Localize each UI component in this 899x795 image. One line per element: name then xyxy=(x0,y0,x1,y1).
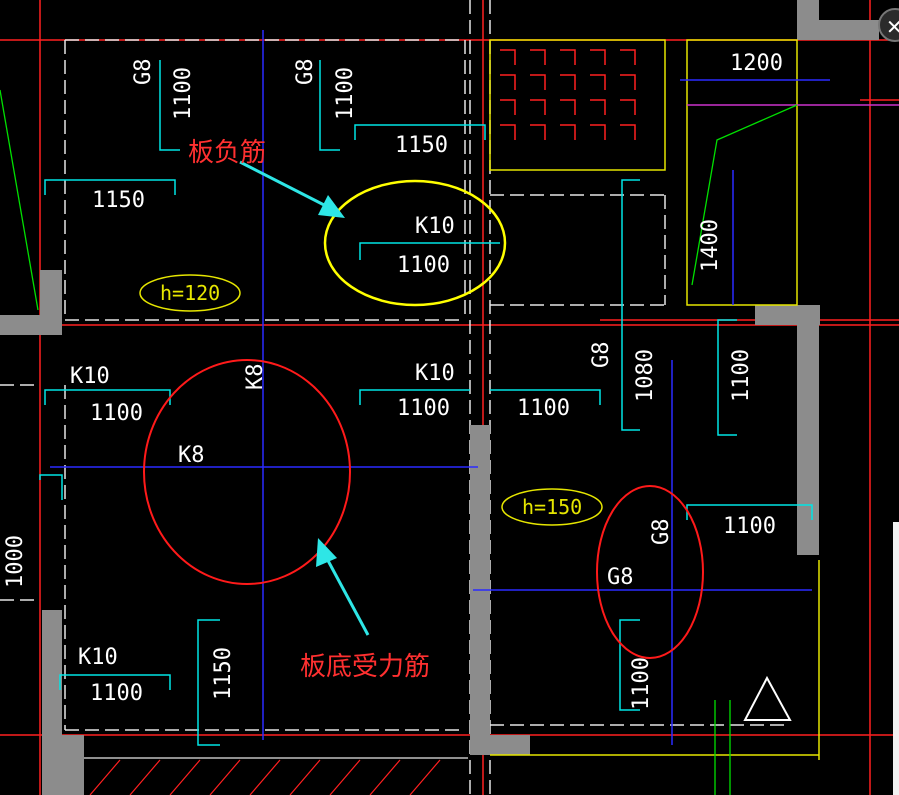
dim-label: 1100 xyxy=(333,67,358,120)
span-axis-lines xyxy=(50,30,899,745)
highlight-circle-bottom-bars xyxy=(143,359,351,585)
dim-label: K10 xyxy=(70,364,110,389)
dim-label: K10 xyxy=(78,645,118,670)
triangle-marker xyxy=(743,675,792,721)
dim-label: K10 xyxy=(415,361,455,386)
note-bottom-bar: 板底受力筋 xyxy=(300,652,430,682)
dim-label: K8 xyxy=(178,443,205,468)
dim-label: 1100 xyxy=(397,253,450,278)
dim-label: 1150 xyxy=(395,133,448,158)
window-edge-strip xyxy=(893,522,899,795)
dim-label: 1150 xyxy=(92,188,145,213)
green-lines xyxy=(0,89,798,795)
slab-thickness-left: h=120 xyxy=(160,281,220,305)
dim-label: G8 xyxy=(131,59,156,86)
dimension-labels: G8 1100 G8 1100 1150 1150 K10 1100 1200 … xyxy=(3,51,783,710)
dim-label: 1100 xyxy=(90,401,143,426)
arrow-to-neg-bar xyxy=(239,160,345,218)
close-icon[interactable]: ✕ xyxy=(878,8,899,42)
dim-label: 1100 xyxy=(397,396,450,421)
dim-label: 1100 xyxy=(171,67,196,120)
dim-label: G8 xyxy=(649,519,674,546)
arrow-to-bottom-bars xyxy=(316,538,370,636)
highlight-ellipse-right xyxy=(596,485,704,659)
dim-label: 1080 xyxy=(633,349,658,402)
slab-thickness-right: h=150 xyxy=(522,495,582,519)
dim-label: 1100 xyxy=(723,514,776,539)
dim-label: 1000 xyxy=(3,535,28,588)
dim-label: G8 xyxy=(607,565,634,590)
dim-label: K8 xyxy=(243,364,268,391)
yellow-outlines xyxy=(489,39,820,760)
rebar-brackets xyxy=(39,60,813,746)
dim-label: 1100 xyxy=(90,681,143,706)
dim-label: G8 xyxy=(589,342,614,369)
dim-label: 1100 xyxy=(629,657,654,710)
tiled-area-pattern xyxy=(500,49,636,140)
highlight-ellipse-neg-bar xyxy=(323,179,507,307)
dim-label: 1150 xyxy=(211,647,236,700)
dim-label: 1200 xyxy=(730,51,783,76)
slab-thickness-ellipse-left xyxy=(139,274,241,312)
dim-label: 1100 xyxy=(517,396,570,421)
hatch-area xyxy=(84,757,468,795)
dim-label: K10 xyxy=(415,214,455,239)
slab-thickness-ellipse-right xyxy=(501,488,603,526)
dim-label: G8 xyxy=(293,59,318,86)
walls xyxy=(0,0,879,795)
dim-label: 1100 xyxy=(729,349,754,402)
dim-label: 1400 xyxy=(698,219,723,272)
note-top-neg-bar: 板负筋 xyxy=(188,138,266,168)
